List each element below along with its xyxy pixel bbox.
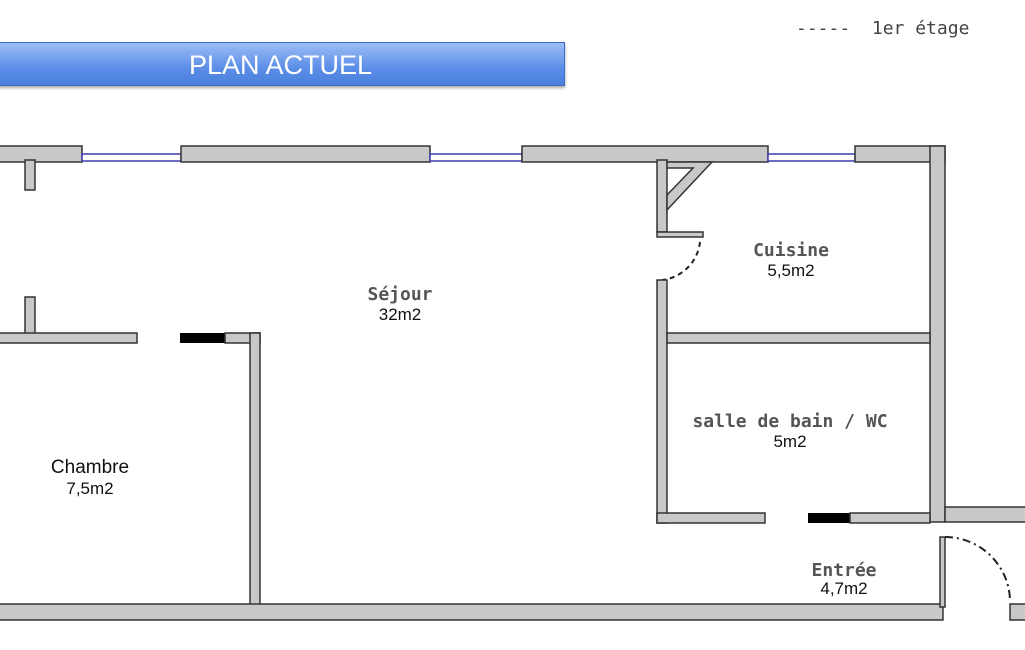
plan-title-banner: PLAN ACTUEL xyxy=(0,42,565,86)
room-name: Entrée xyxy=(811,560,877,581)
wall xyxy=(1009,603,1025,621)
room-cuisine: Cuisine 5,5m2 xyxy=(753,240,829,281)
wall xyxy=(656,159,668,233)
wall xyxy=(180,145,431,163)
wall xyxy=(666,332,931,344)
room-entree: Entrée 4,7m2 xyxy=(811,562,876,598)
wall xyxy=(656,231,704,238)
wall xyxy=(0,145,83,163)
wall xyxy=(939,536,946,608)
room-name: salle de bain / WC xyxy=(692,411,888,432)
room-name: Cuisine xyxy=(753,240,829,261)
window xyxy=(81,153,182,162)
door xyxy=(808,513,850,523)
wall xyxy=(666,161,714,212)
legend: ----- 1er étage xyxy=(796,18,969,39)
wall xyxy=(929,145,946,523)
legend-dash: ----- xyxy=(796,18,851,39)
room-area: 32m2 xyxy=(378,305,422,324)
legend-label: 1er étage xyxy=(871,18,970,39)
wall xyxy=(0,332,138,344)
room-salle-de-bain: salle de bain / WC 5m2 xyxy=(692,411,887,452)
window xyxy=(429,153,523,162)
window xyxy=(767,153,856,162)
room-area: 4,7m2 xyxy=(820,579,868,598)
room-chambre: Chambre 7,5m2 xyxy=(51,457,129,499)
room-area: 5m2 xyxy=(773,432,807,451)
room-sejour: Séjour 32m2 xyxy=(367,284,432,325)
room-name: Séjour xyxy=(367,284,433,305)
room-area: 5,5m2 xyxy=(767,261,815,280)
wall xyxy=(849,512,931,524)
wall xyxy=(521,145,769,163)
wall xyxy=(24,296,36,336)
entry-door-swing xyxy=(944,536,1011,601)
room-area: 7,5m2 xyxy=(66,479,114,498)
wall xyxy=(249,332,261,614)
room-name: Chambre xyxy=(50,457,130,478)
wall xyxy=(656,279,668,524)
wall xyxy=(24,159,36,191)
wall xyxy=(944,506,1025,523)
wall xyxy=(0,603,944,621)
door xyxy=(180,333,225,343)
kitchen-door-swing xyxy=(661,241,701,281)
wall xyxy=(656,512,766,524)
